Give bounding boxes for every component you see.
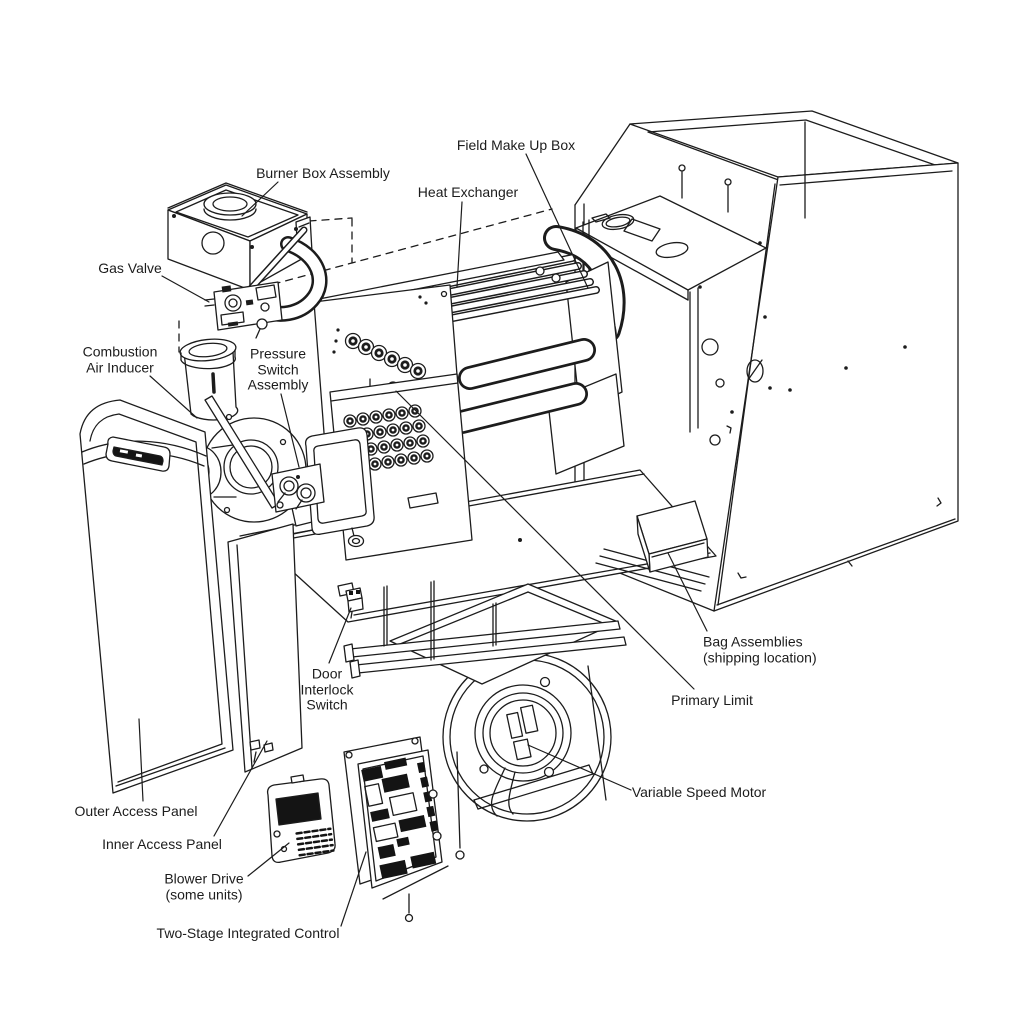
blower-assembly-drawing: [343, 580, 627, 822]
leader-variable-speed-motor: [527, 744, 632, 791]
door-interlock-switch-drawing: [345, 587, 364, 619]
leader-field-make-up-box: [525, 153, 589, 289]
brand-badge: [105, 436, 171, 472]
leader-lines: [138, 153, 708, 927]
label-outer-access-panel: Outer Access Panel: [74, 803, 198, 820]
collector-cover-drawing: [304, 427, 375, 548]
leader-gas-valve: [161, 275, 210, 303]
label-heat-exchanger: Heat Exchanger: [417, 184, 519, 201]
leader-heat-exchanger: [456, 201, 463, 288]
blower-drive-drawing: [266, 774, 336, 864]
label-variable-speed-motor: Variable Speed Motor: [631, 784, 767, 801]
label-bag-assemblies: Bag Assemblies (shipping location): [703, 633, 817, 665]
label-gas-valve: Gas Valve: [98, 260, 162, 277]
leader-inner-access-panel: [213, 740, 268, 837]
label-blower-drive: Blower Drive (some units): [164, 870, 244, 902]
label-pressure-switch-assembly: Pressure Switch Assembly: [247, 345, 309, 393]
gas-valve-drawing: [204, 226, 328, 339]
alignment-dashed-lines: [178, 208, 553, 353]
label-burner-box-assembly: Burner Box Assembly: [256, 165, 390, 182]
bag-assemblies-drawing: [595, 500, 710, 592]
label-combustion-air-inducer: Combustion Air Inducer: [82, 343, 158, 375]
outer-access-panel-drawing: [79, 399, 234, 794]
label-primary-limit: Primary Limit: [671, 692, 753, 709]
pressure-switch-drawing: [271, 463, 325, 513]
label-field-make-up-box: Field Make Up Box: [456, 137, 576, 154]
leader-primary-limit: [395, 390, 695, 690]
label-two-stage-integrated-control: Two-Stage Integrated Control: [156, 925, 340, 942]
inner-access-panel-drawing: [227, 523, 303, 773]
leader-door-interlock-switch: [328, 607, 352, 664]
leader-two-stage-control: [340, 851, 367, 927]
leader-pressure-switch-assembly: [280, 393, 300, 468]
leader-bag-assemblies: [667, 552, 708, 632]
label-door-interlock-switch: Door Interlock Switch: [300, 665, 354, 713]
label-inner-access-panel: Inner Access Panel: [102, 836, 222, 853]
leader-burner-box-assembly: [241, 181, 279, 217]
leader-blower-drive: [247, 842, 290, 877]
leader-outer-access-panel: [138, 718, 144, 802]
leader-combustion-air-inducer: [149, 375, 198, 419]
control-board-drawing: [343, 736, 465, 923]
